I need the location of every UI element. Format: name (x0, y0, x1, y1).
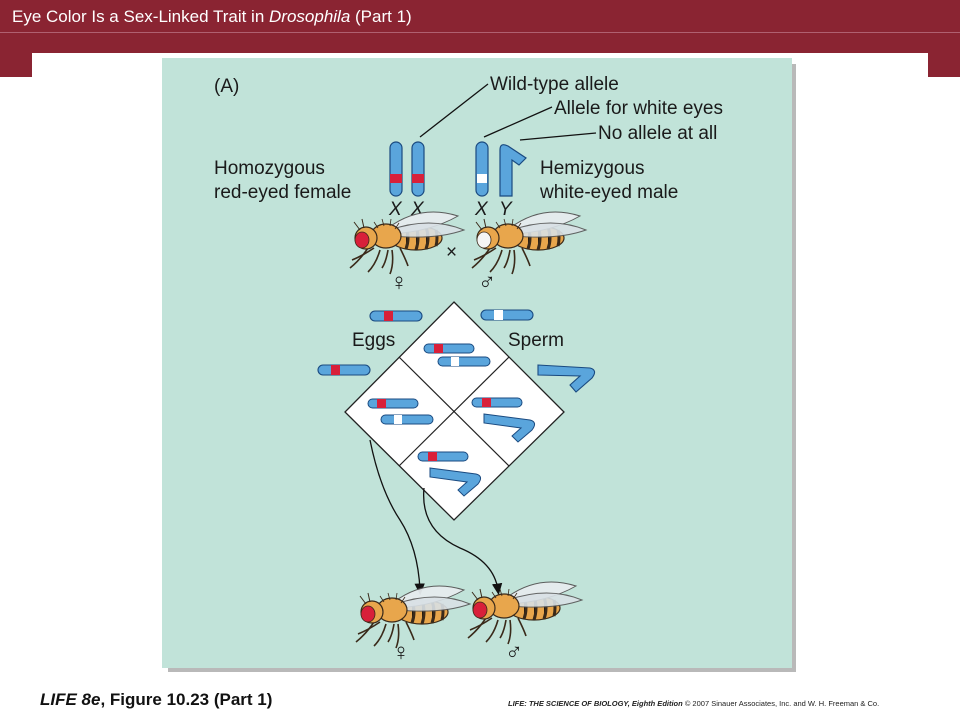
egg-chromosome-left (317, 364, 371, 376)
copyright-credit: LIFE: THE SCIENCE OF BIOLOGY, Eighth Edi… (508, 699, 879, 708)
citation-book: LIFE 8e (40, 690, 101, 709)
title-rule (0, 32, 960, 33)
female-x-chromosome-2 (411, 141, 425, 197)
cross-symbol: × (446, 242, 457, 263)
title-prefix: Eye Color Is a Sex-Linked Trait in (12, 7, 270, 26)
male-label-line1: Hemizygous (540, 158, 645, 179)
punnett-square (344, 301, 565, 521)
offspring-female-fly-icon (354, 584, 472, 650)
sperm-label: Sperm (508, 330, 564, 351)
slide-title: Eye Color Is a Sex-Linked Trait in Droso… (12, 7, 412, 27)
male-x-chromosome (475, 141, 489, 197)
chromosome-label-x3: X (474, 199, 489, 220)
female-label-line2: red-eyed female (214, 182, 351, 203)
arrow-to-male-offspring (423, 487, 503, 596)
red-eye (360, 605, 376, 623)
red-eye (472, 601, 488, 619)
female-chromosomes (389, 141, 425, 197)
panel-label: (A) (214, 76, 239, 97)
legend-wild-type: Wild-type allele (490, 74, 619, 95)
female-x-chromosome-1 (389, 141, 403, 197)
arrow-to-female-offspring (369, 439, 425, 596)
chromosome-label-x1: X (388, 199, 403, 220)
figure-citation: LIFE 8e, Figure 10.23 (Part 1) (40, 690, 272, 710)
credit-book-title: LIFE: THE SCIENCE OF BIOLOGY, Eighth Edi… (508, 699, 683, 708)
title-suffix: (Part 1) (350, 7, 412, 26)
header-tab-left (0, 53, 32, 77)
header-band (0, 33, 960, 53)
eggs-label: Eggs (352, 330, 395, 351)
offspring-male-fly-icon (466, 580, 584, 646)
punnett-cell-bottom (417, 451, 482, 497)
title-italic: Drosophila (269, 7, 351, 26)
female-symbol: ♀ (390, 269, 408, 296)
pointer-no-allele (519, 132, 597, 141)
header-tab-right (928, 53, 960, 77)
pointer-white-eyes (483, 106, 553, 138)
offspring-male-symbol: ♂ (505, 639, 523, 666)
slide-title-bar: Eye Color Is a Sex-Linked Trait in Droso… (0, 0, 960, 33)
sperm-x-chromosome (480, 309, 534, 321)
parent-male-fly-icon (470, 210, 588, 276)
punnett-cell-right (471, 397, 536, 443)
male-symbol: ♂ (478, 269, 496, 296)
offspring-female-symbol: ♀ (392, 639, 410, 666)
red-eye (354, 231, 370, 249)
male-label-line2: white-eyed male (539, 182, 678, 203)
punnett-cell-top (423, 343, 491, 367)
white-eye (476, 231, 492, 249)
citation-figure: , Figure 10.23 (Part 1) (100, 690, 273, 709)
parent-female-fly-icon (348, 210, 466, 276)
female-x1-wild-band (390, 174, 402, 183)
legend-white-eyes: Allele for white eyes (554, 98, 723, 119)
credit-publishers: © 2007 Sinauer Associates, Inc. and W. H… (682, 699, 880, 708)
egg-chromosome-top (369, 310, 423, 322)
chromosome-label-y: Y (499, 199, 513, 220)
male-chromosomes (475, 141, 527, 197)
legend-pointers (419, 83, 597, 141)
legend-no-allele: No allele at all (598, 123, 717, 144)
pointer-wild-type (419, 83, 489, 138)
sperm-y-chromosome (537, 364, 596, 393)
female-x2-wild-band (412, 174, 424, 183)
female-label-line1: Homozygous (214, 158, 325, 179)
punnett-cell-left (367, 398, 434, 425)
male-x-white-band (477, 174, 487, 183)
male-y-chromosome (499, 144, 527, 197)
